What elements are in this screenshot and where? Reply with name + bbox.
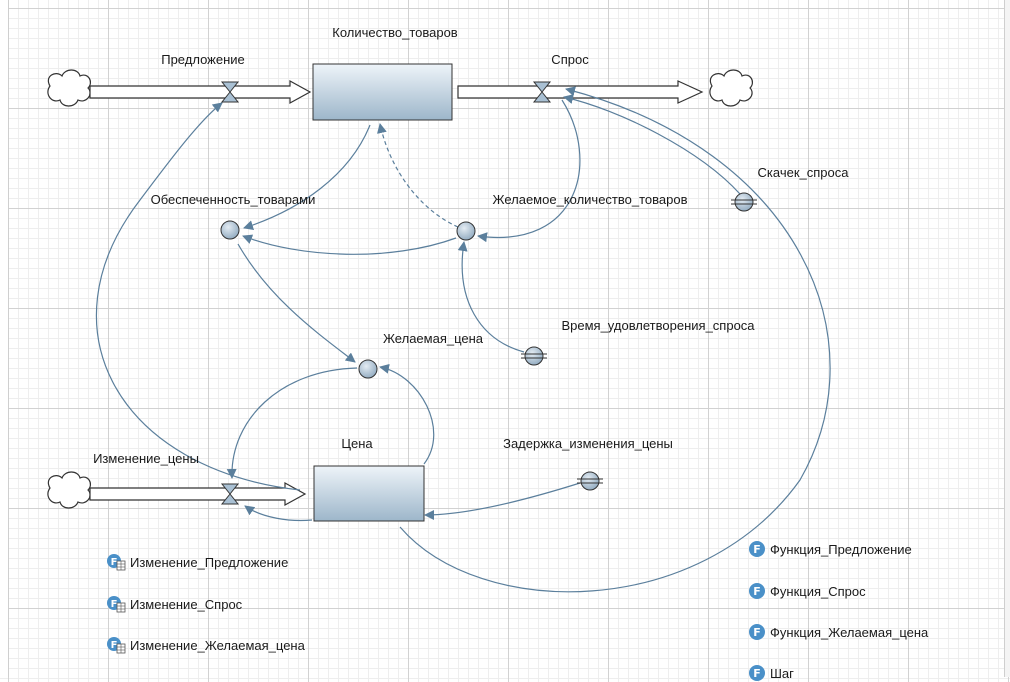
svg-text:F: F — [111, 640, 118, 651]
flow-label-price-change: Изменение_цены — [93, 451, 199, 466]
link-quantity-to-supply-ratio — [243, 124, 371, 231]
function-label: Функция_Предложение — [770, 541, 912, 557]
link-price-delay-to-price-change — [424, 482, 581, 520]
function-item[interactable]: F Функция_Желаемая_цена — [748, 623, 928, 641]
link-price-to-desired-price — [379, 363, 435, 465]
table-function-item[interactable]: F Изменение_Спрос — [106, 595, 242, 613]
canvas-left-border — [0, 0, 9, 677]
flow-label-supply: Предложение — [161, 52, 245, 67]
svg-text:F: F — [753, 626, 761, 639]
function-item[interactable]: F Функция_Предложение — [748, 540, 912, 558]
function-icon: F — [749, 624, 765, 640]
canvas-right-scroll-edge — [1004, 0, 1010, 677]
param-label-demand-jump: Скачек_спроса — [757, 165, 849, 180]
stock-label-price: Цена — [341, 436, 373, 451]
flow-pipe-price-change[interactable] — [89, 481, 307, 507]
table-function-item[interactable]: F Изменение_Желаемая_цена — [106, 636, 305, 654]
table-function-icon: F — [107, 554, 126, 571]
stock-quantity[interactable] — [312, 63, 453, 121]
flow-pipe-supply[interactable] — [89, 79, 312, 105]
aux-supply-ratio[interactable] — [220, 220, 240, 240]
link-desired-quantity-to-supply-ratio — [242, 234, 457, 255]
link-desired-quantity-to-quantity — [377, 123, 459, 228]
function-label: Шаг — [770, 665, 794, 681]
param-label-price-delay: Задержка_изменения_цены — [503, 436, 673, 451]
function-item[interactable]: F Функция_Спрос — [748, 582, 866, 600]
param-price-delay[interactable] — [577, 471, 603, 491]
table-function-icon: F — [107, 637, 126, 654]
aux-label-desired-quantity: Желаемое_количество_товаров — [492, 192, 688, 207]
function-icon: F — [749, 583, 765, 599]
svg-text:F: F — [111, 557, 118, 568]
svg-text:F: F — [753, 585, 761, 598]
stock-label-quantity: Количество_товаров — [332, 25, 458, 40]
valve-icon-supply[interactable] — [220, 81, 240, 103]
flow-pipe-demand[interactable] — [457, 80, 704, 104]
function-icon: F — [749, 665, 765, 681]
link-demand-to-desired-quantity — [477, 99, 581, 243]
param-demand-jump[interactable] — [731, 192, 757, 212]
link-price-to-supply — [95, 102, 301, 491]
link-supply-ratio-to-desired-price — [237, 243, 356, 363]
param-satisfaction-time[interactable] — [521, 346, 547, 366]
flow-label-demand: Спрос — [551, 52, 589, 67]
svg-text:F: F — [111, 599, 118, 610]
function-icon: F — [749, 541, 765, 557]
stock-price[interactable] — [313, 465, 425, 522]
svg-text:F: F — [753, 543, 761, 556]
aux-desired-price[interactable] — [358, 359, 378, 379]
table-function-label: Изменение_Желаемая_цена — [130, 637, 305, 653]
link-desired-price-to-price-change — [226, 367, 358, 479]
valve-icon-demand[interactable] — [532, 81, 552, 103]
cloud-source-price-change[interactable] — [47, 471, 92, 509]
aux-desired-quantity[interactable] — [456, 221, 476, 241]
function-label: Функция_Желаемая_цена — [770, 624, 929, 640]
link-satisfaction-time-to-desired-quantity — [457, 241, 525, 353]
cloud-sink-demand[interactable] — [709, 69, 754, 107]
svg-text:F: F — [753, 667, 761, 680]
link-price-to-demand — [399, 86, 831, 593]
table-function-icon: F — [107, 596, 126, 613]
cloud-source-supply[interactable] — [47, 69, 92, 107]
link-price-to-price-change — [244, 505, 313, 522]
function-label: Функция_Спрос — [770, 583, 866, 599]
link-jump-to-demand — [563, 94, 741, 195]
table-function-item[interactable]: F Изменение_Предложение — [106, 553, 288, 571]
param-label-satisfaction-time: Время_удовлетворения_спроса — [561, 318, 755, 333]
function-item[interactable]: F Шаг — [748, 664, 794, 682]
aux-label-desired-price: Желаемая_цена — [382, 331, 484, 346]
aux-label-supply-ratio: Обеспеченность_товарами — [150, 192, 316, 207]
table-function-label: Изменение_Предложение — [130, 554, 289, 570]
table-function-label: Изменение_Спрос — [130, 596, 243, 612]
valve-icon-price-change[interactable] — [220, 483, 240, 505]
